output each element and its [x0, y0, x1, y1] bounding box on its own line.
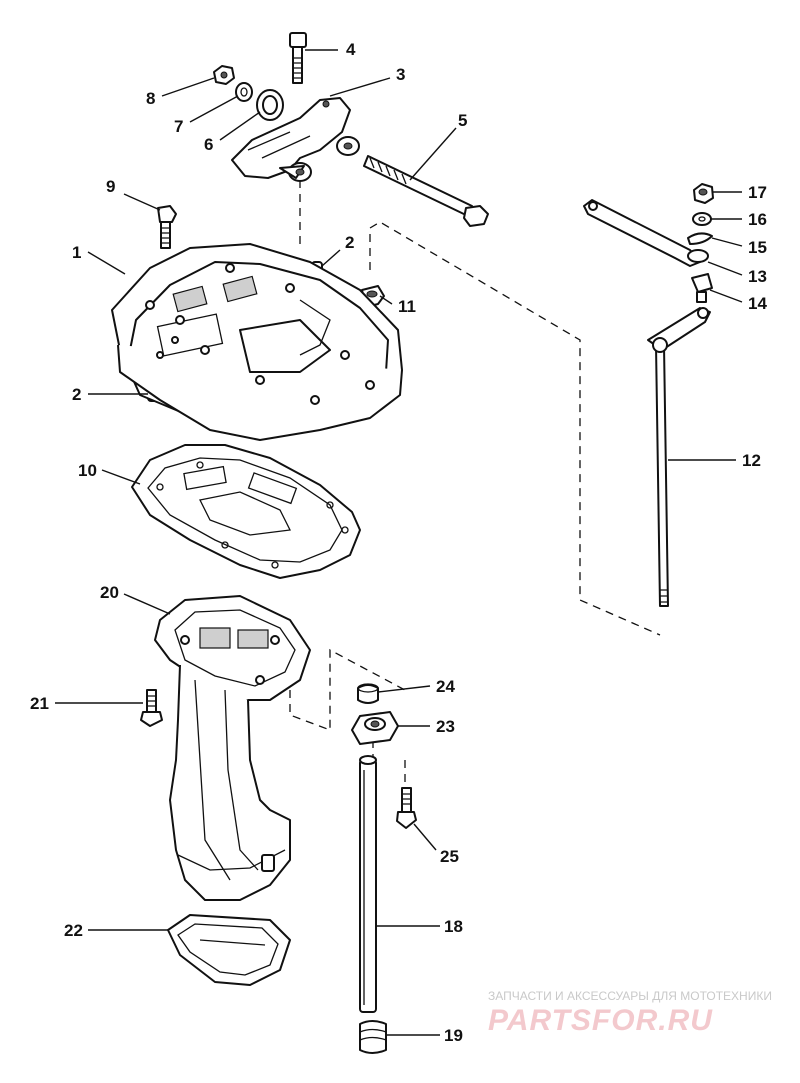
leader-lines	[55, 49, 743, 1036]
grommet-part-19	[359, 1020, 387, 1054]
callout-6: 6	[204, 135, 213, 154]
bolt-part-21	[140, 689, 163, 727]
watermark-caption: ЗАПЧАСТИ И АКСЕССУАРЫ ДЛЯ МОТОТЕХНИКИ	[488, 989, 772, 1003]
washer-part-7	[235, 82, 253, 102]
callout-16: 16	[748, 210, 767, 229]
bolt-part-4	[289, 32, 307, 84]
guide-part-23	[351, 711, 399, 745]
callout-22: 22	[64, 921, 83, 940]
callout-7: 7	[174, 117, 183, 136]
nut-part-17	[693, 183, 714, 204]
callout-13: 13	[748, 267, 767, 286]
callout-18: 18	[444, 917, 463, 936]
callout-14: 14	[748, 294, 767, 313]
clamp-bracket-part-3	[231, 97, 360, 182]
bolt-part-5	[363, 155, 489, 227]
callout-4: 4	[346, 40, 356, 59]
callout-12: 12	[742, 451, 761, 470]
callout-9: 9	[106, 177, 115, 196]
watermark-logo: PARTSFOR.RU	[488, 1004, 713, 1037]
callout-1: 1	[72, 243, 81, 262]
shift-rod-part-12	[647, 307, 711, 607]
seal-part-22	[167, 914, 291, 986]
callout-10: 10	[78, 461, 97, 480]
screw-part-25	[396, 787, 417, 829]
tube-part-18	[359, 755, 377, 1013]
clip-part-15	[687, 232, 713, 245]
bushing-part-14	[691, 273, 713, 303]
callout-20: 20	[100, 583, 119, 602]
link-arm-part-13	[583, 199, 709, 267]
callout-25: 25	[440, 847, 459, 866]
callout-17: 17	[748, 183, 767, 202]
bushing-part-24	[357, 683, 379, 704]
adapter-plate-part-1	[111, 243, 403, 441]
callout-23: 23	[436, 717, 455, 736]
alignment-dashes	[289, 180, 661, 785]
callout-21: 21	[30, 694, 49, 713]
seal-part-6	[256, 89, 284, 121]
callout-15: 15	[748, 238, 767, 257]
callout-5: 5	[458, 111, 467, 130]
callout-11: 11	[398, 297, 416, 316]
callout-19: 19	[444, 1026, 463, 1045]
callout-2-upper: 2	[345, 233, 354, 252]
driveshaft-housing-part-20	[154, 595, 311, 901]
bolt-part-9	[157, 205, 177, 249]
callout-3: 3	[396, 65, 405, 84]
washer-part-16	[692, 212, 712, 226]
gasket-part-10	[131, 444, 361, 579]
nut-part-8	[213, 65, 235, 85]
callout-24: 24	[436, 677, 455, 696]
callout-2-lower: 2	[72, 385, 81, 404]
callout-8: 8	[146, 89, 155, 108]
